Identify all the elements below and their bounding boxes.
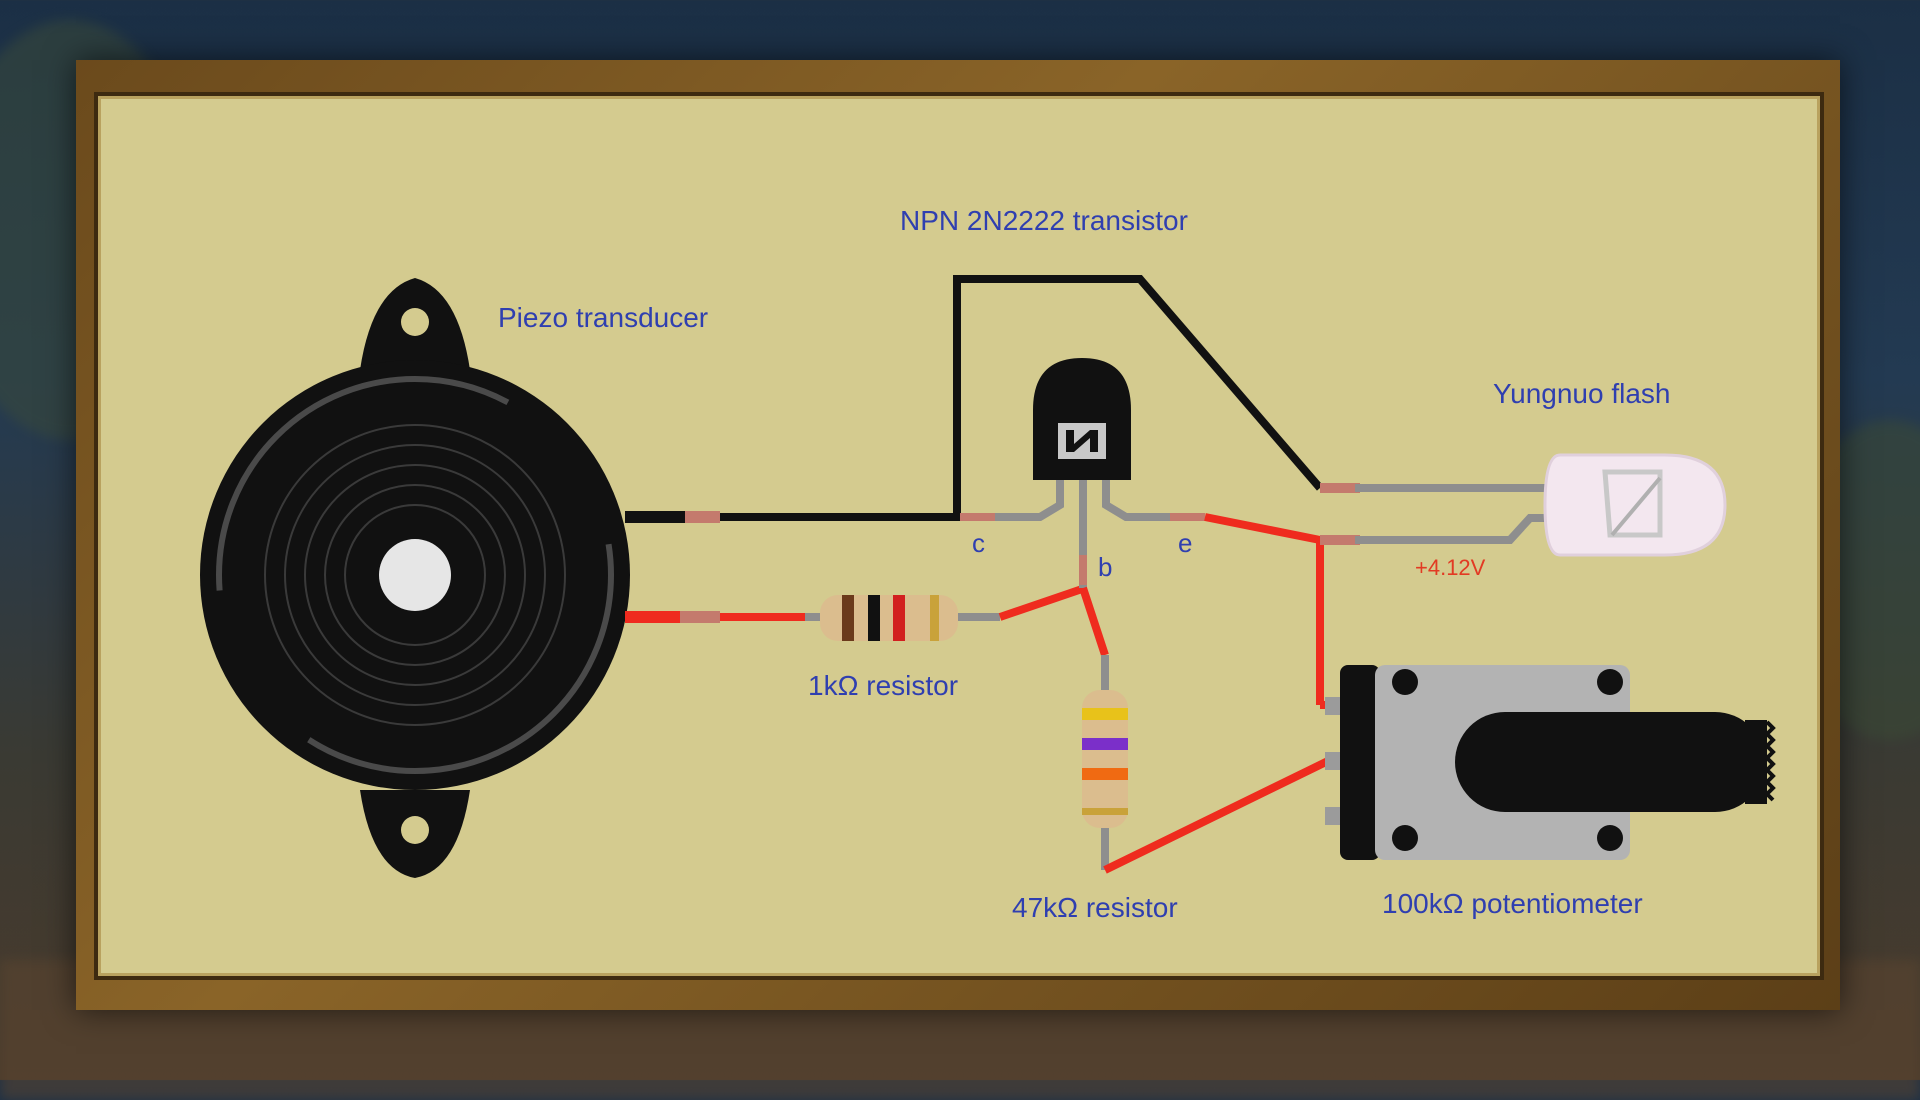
piezo-transducer-icon (200, 278, 630, 878)
wire-emitter-red (1204, 513, 1324, 705)
wire-base-to-47k (1079, 586, 1109, 657)
potentiometer-icon (1325, 665, 1776, 860)
transistor-label: NPN 2N2222 transistor (900, 205, 1188, 236)
wire-1k-to-base (998, 584, 1087, 621)
pin-c-label: c (972, 528, 985, 558)
resistor-1k-icon (805, 595, 1000, 641)
flash-bulb-icon (1543, 453, 1727, 557)
potentiometer-label: 100kΩ potentiometer (1382, 888, 1643, 919)
wire-47k-to-pot (1103, 756, 1332, 874)
pin-e-label: e (1178, 528, 1193, 558)
piezo-black-wire (625, 275, 1324, 523)
resistor-47k-icon (1082, 655, 1128, 870)
voltage-label: +4.12V (1415, 555, 1486, 580)
flash-wires (1320, 483, 1550, 545)
pin-b-label: b (1098, 552, 1113, 582)
piezo-label: Piezo transducer (498, 302, 709, 333)
npn-transistor-icon (960, 358, 1205, 588)
resistor-1k-label: 1kΩ resistor (808, 670, 959, 701)
flash-label: Yungnuo flash (1493, 378, 1671, 409)
resistor-47k-label: 47kΩ resistor (1012, 892, 1178, 923)
